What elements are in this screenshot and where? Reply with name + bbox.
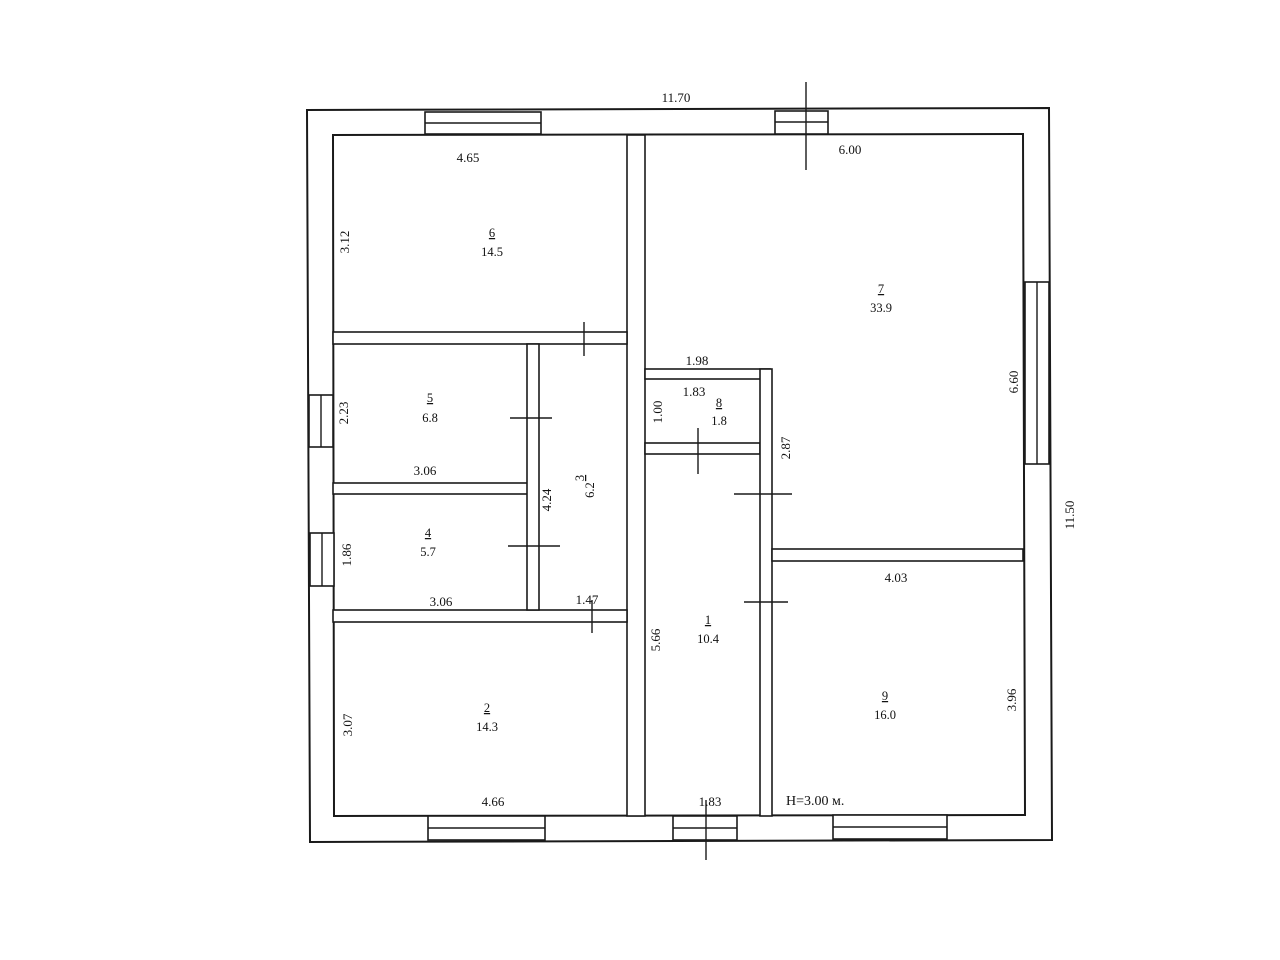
room4-width: 3.06 xyxy=(430,594,453,609)
room2-area: 14.3 xyxy=(476,720,498,734)
room7-number: 7 xyxy=(878,282,884,296)
wall-r5-r4 xyxy=(332,482,530,495)
room2-depth: 3.07 xyxy=(340,713,355,736)
room1-width: 1.83 xyxy=(699,794,722,809)
room3-number: 3 xyxy=(573,475,587,481)
wall-r8-top xyxy=(644,368,771,380)
room6-number: 6 xyxy=(489,226,495,240)
room5-depth: 2.23 xyxy=(336,402,351,425)
room9-number: 9 xyxy=(882,689,888,703)
room8-width: 1.83 xyxy=(683,384,706,399)
wall-corridor-right xyxy=(759,368,773,817)
wall-r8-bottom xyxy=(644,442,761,455)
wall-r4-r2 xyxy=(332,609,628,623)
room8-side: 2.87 xyxy=(778,436,793,459)
room9-depth: 3.96 xyxy=(1004,688,1019,711)
room1-number: 1 xyxy=(705,613,711,627)
room7-area: 33.9 xyxy=(870,301,892,315)
exterior-windows xyxy=(308,110,1050,841)
room7-depth: 6.60 xyxy=(1006,371,1021,394)
wall-r7-r9 xyxy=(771,548,1024,562)
room2-width: 4.66 xyxy=(482,794,505,809)
room3-area: 6.2 xyxy=(583,482,597,498)
wall-r3-left xyxy=(526,343,540,611)
wall-r6-r5 xyxy=(332,331,628,345)
room8-depth: 1.00 xyxy=(650,401,665,424)
room4-depth: 1.86 xyxy=(339,543,354,566)
ceiling-height-note: H=3.00 м. xyxy=(786,794,844,809)
interior-walls xyxy=(332,134,1024,817)
room7-width: 6.00 xyxy=(839,142,862,157)
corridor-outer-width: 1.98 xyxy=(686,353,709,368)
overall-depth: 11.50 xyxy=(1062,501,1077,530)
room9-area: 16.0 xyxy=(874,708,896,722)
room1-area: 10.4 xyxy=(697,632,720,646)
room4-number: 4 xyxy=(425,526,432,540)
overall-width: 11.70 xyxy=(662,90,691,105)
room1-depth: 5.66 xyxy=(648,628,663,651)
room5-number: 5 xyxy=(427,391,433,405)
room5-area: 6.8 xyxy=(422,411,438,425)
room5-width: 3.06 xyxy=(414,463,437,478)
room8-area: 1.8 xyxy=(711,414,727,428)
room9-width: 4.03 xyxy=(885,570,908,585)
room3-width: 1.47 xyxy=(576,592,599,607)
room6-area: 14.5 xyxy=(481,245,503,259)
door-markers xyxy=(508,82,807,860)
room8-number: 8 xyxy=(716,396,722,410)
room6-width: 4.65 xyxy=(457,150,480,165)
room3-depth: 4.24 xyxy=(539,488,554,511)
central-wall xyxy=(626,134,646,817)
room6-depth: 3.12 xyxy=(337,231,352,254)
room2-number: 2 xyxy=(484,701,490,715)
room4-area: 5.7 xyxy=(420,545,436,559)
